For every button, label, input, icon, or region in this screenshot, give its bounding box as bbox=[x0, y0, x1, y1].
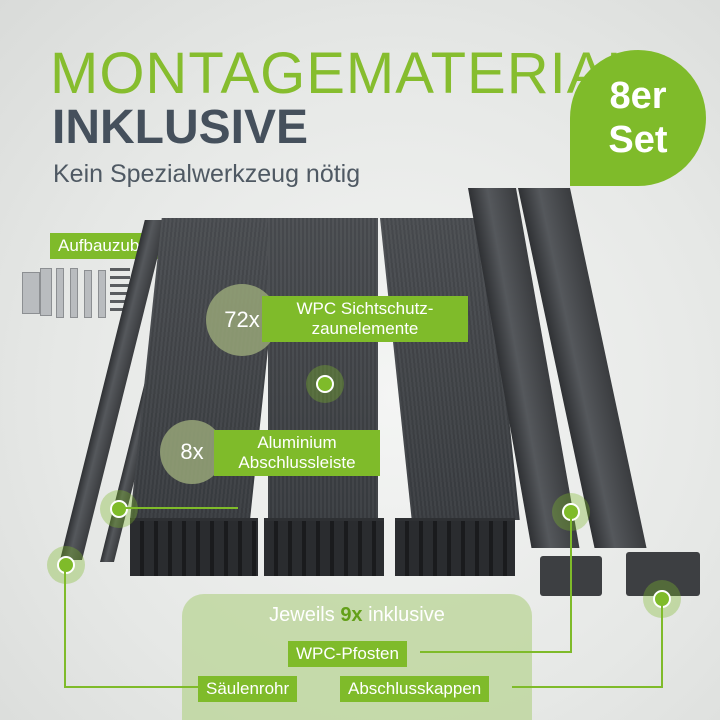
label-alu-line1: Aluminium bbox=[257, 433, 337, 452]
count-circle-aluminium: 8x bbox=[160, 420, 224, 484]
marker-aluminium bbox=[110, 500, 128, 518]
label-wpc-elements: WPC Sichtschutz- zaunelemente bbox=[262, 296, 468, 342]
connector-saeulenrohr-v bbox=[64, 563, 66, 688]
label-wpc-line1: WPC Sichtschutz- bbox=[296, 299, 434, 318]
set-badge-set: Set bbox=[608, 119, 668, 161]
bracket-part bbox=[22, 272, 40, 314]
connector-pfosten-v bbox=[570, 510, 572, 653]
connector-saeulenrohr-h bbox=[64, 686, 200, 688]
label-alu-line2: Abschlussleiste bbox=[238, 453, 356, 472]
inclusive-title: Jeweils 9x inklusive bbox=[269, 604, 445, 626]
set-badge-count: 8er bbox=[609, 75, 667, 117]
marker-saeulenrohr bbox=[57, 556, 75, 574]
headline-montagematerial: MONTAGEMATERIAL bbox=[50, 41, 640, 106]
bolt-part bbox=[98, 270, 106, 318]
headline-inklusive: INKLUSIVE bbox=[52, 101, 309, 154]
wpc-panel-end-2 bbox=[264, 518, 384, 576]
subline-no-tools: Kein Spezialwerkzeug nötig bbox=[53, 160, 361, 188]
label-wpc-line2: zaunelemente bbox=[311, 319, 419, 338]
label-wpc-pfosten: WPC-Pfosten bbox=[288, 641, 407, 667]
connector-pfosten-h bbox=[420, 651, 572, 653]
connector-kappen-v bbox=[661, 597, 663, 687]
wpc-panel-end-3 bbox=[395, 518, 515, 576]
bolt-part bbox=[56, 268, 64, 318]
label-abschlusskappen: Abschlusskappen bbox=[340, 676, 490, 702]
marker-wpc-panels bbox=[316, 375, 334, 393]
set-badge: 8er Set bbox=[570, 50, 706, 186]
bolt-part bbox=[84, 270, 92, 318]
connector-kappen-h bbox=[512, 686, 663, 688]
end-cap-2 bbox=[626, 552, 700, 596]
label-saeulenrohr: Säulenrohr bbox=[198, 676, 298, 702]
bracket-part bbox=[40, 268, 52, 316]
label-aluminium: Aluminium Abschlussleiste bbox=[214, 430, 380, 476]
wpc-panel-end-1 bbox=[130, 518, 258, 576]
bolt-part bbox=[70, 268, 78, 318]
connector-aluminium bbox=[118, 507, 238, 509]
